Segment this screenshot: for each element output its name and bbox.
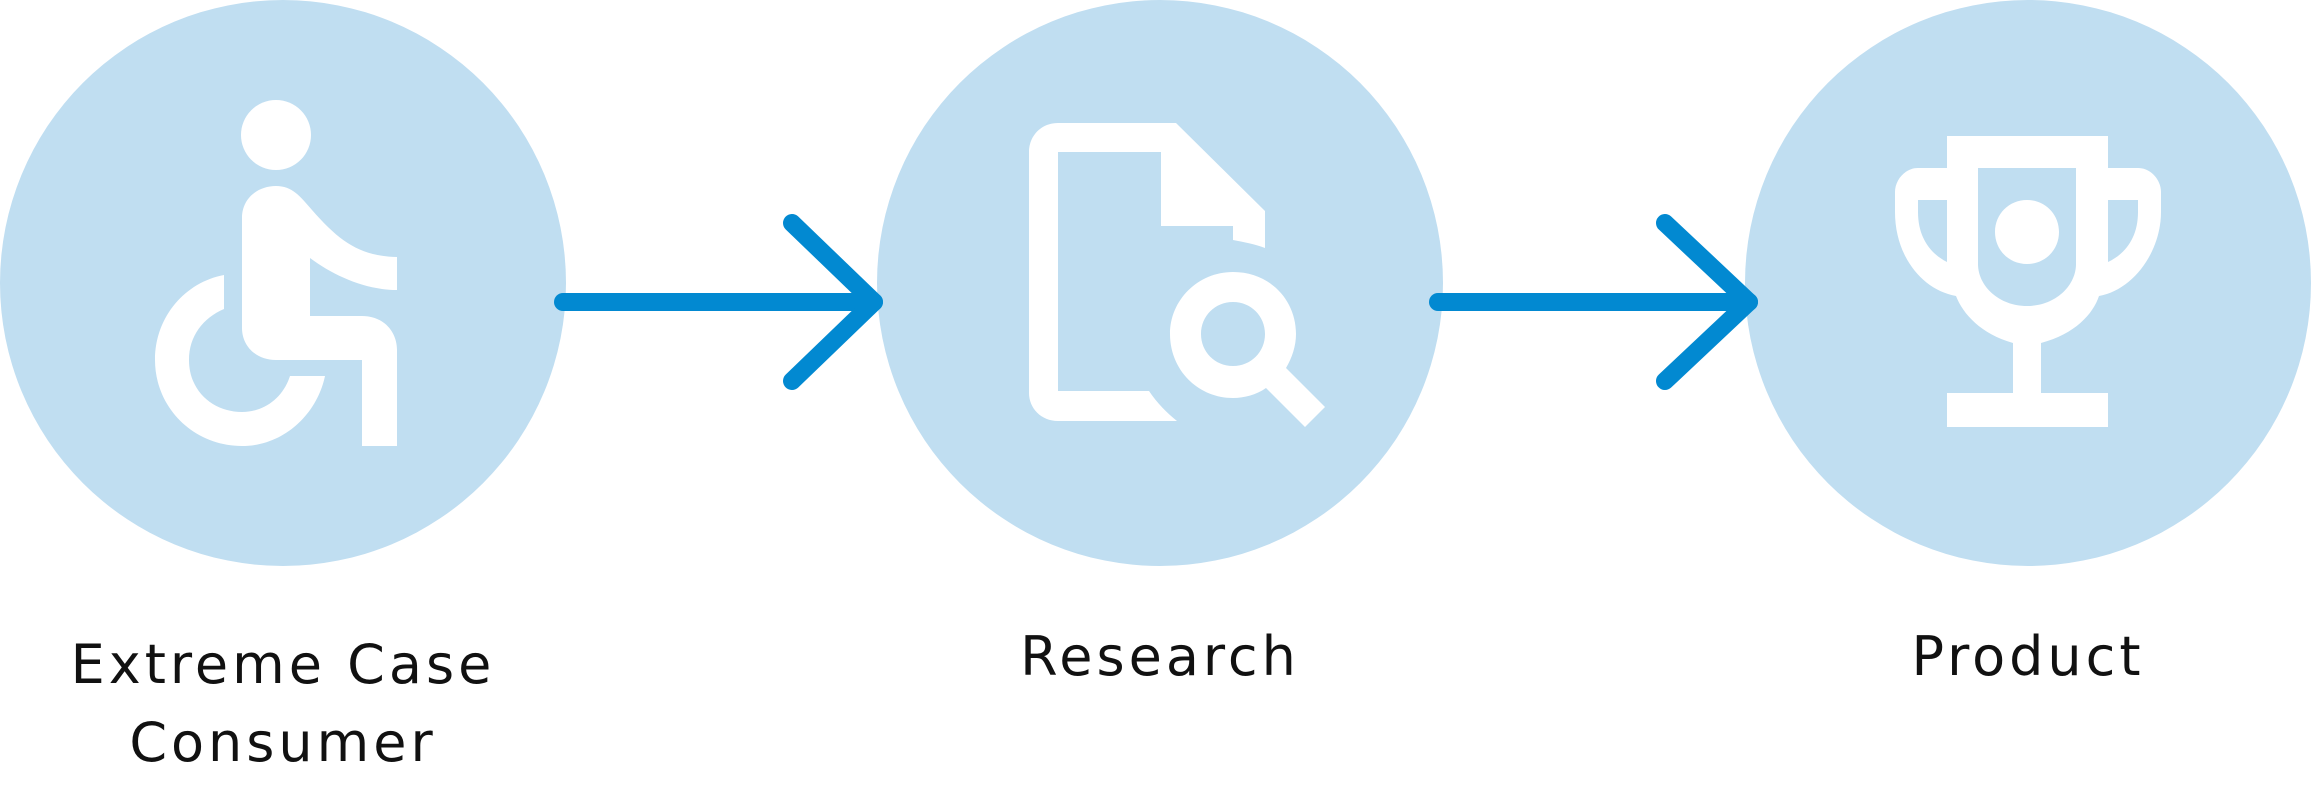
step-circle-product [1745, 0, 2311, 566]
arrow-2 [1429, 214, 1758, 390]
wheelchair-icon [155, 100, 397, 446]
document-search-icon [927, 123, 1325, 427]
step-label-line-1: Extreme Case [70, 633, 496, 696]
trophy-icon [1895, 136, 2161, 427]
step-label-research: Research [1020, 625, 1300, 688]
step-circle-extreme-case-consumer [0, 0, 566, 566]
step-label-product: Product [1911, 625, 2145, 688]
step-label-line-2: Consumer [129, 711, 437, 774]
step-label-extreme-case-consumer: Extreme Case Consumer [0, 626, 566, 782]
arrow-1 [554, 214, 883, 390]
step-circle-research [877, 0, 1443, 566]
